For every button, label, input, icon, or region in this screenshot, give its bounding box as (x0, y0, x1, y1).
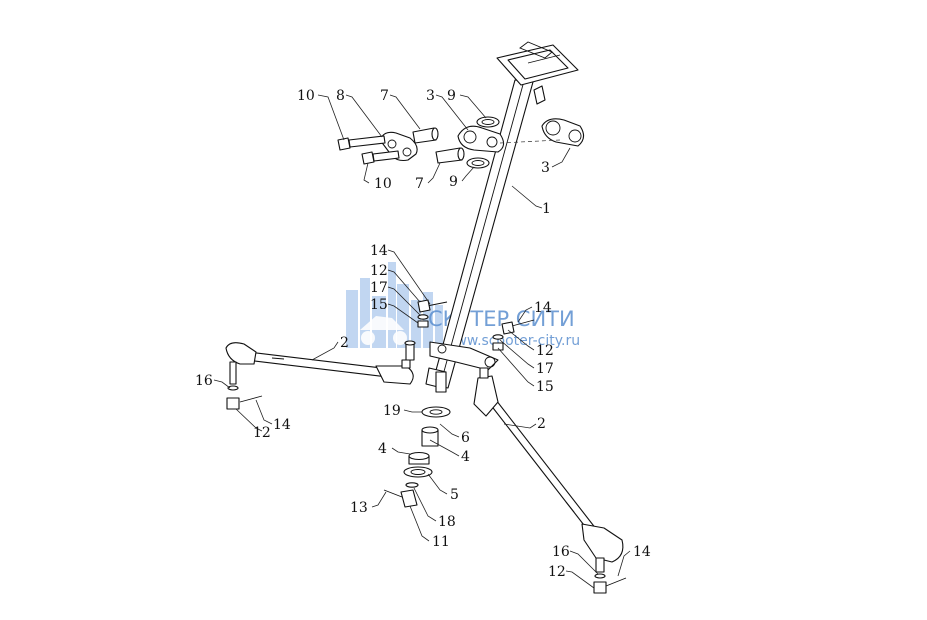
bolt-part-10 (337, 135, 400, 165)
label-14-upper-left: 14 (370, 243, 388, 259)
label-12-upper-right: 12 (536, 343, 554, 359)
leader-lines (213, 94, 631, 589)
tie-rod-left-end-hardware (226, 385, 263, 410)
label-6: 6 (461, 430, 470, 446)
label-3-right: 3 (541, 160, 550, 176)
label-12-upper-left: 12 (370, 263, 388, 279)
bushing-part-7 (412, 127, 465, 164)
clamp-bracket-part-3 (457, 118, 585, 153)
label-19: 19 (383, 403, 401, 419)
label-1: 1 (542, 201, 551, 217)
label-3-top: 3 (426, 88, 435, 104)
bearing-stack (383, 371, 451, 508)
washer-part-17 (417, 314, 504, 340)
label-15-upper-right: 15 (536, 379, 554, 395)
label-5: 5 (450, 487, 459, 503)
label-18: 18 (438, 514, 456, 530)
label-9-top: 9 (447, 88, 456, 104)
tie-rod-right-end-hardware (593, 573, 627, 594)
washer-part-9 (466, 116, 500, 169)
label-16-right: 16 (552, 544, 570, 560)
label-4-right: 4 (461, 449, 470, 465)
spacer-part-15 (417, 320, 504, 351)
label-16-left: 16 (195, 373, 213, 389)
label-13: 13 (350, 500, 368, 516)
label-10-top: 10 (297, 88, 315, 104)
label-12-right: 12 (548, 564, 566, 580)
link-plate-part-8 (379, 131, 418, 162)
label-14-left: 14 (273, 417, 291, 433)
label-2-left: 2 (340, 335, 349, 351)
label-9-bottom: 9 (449, 174, 458, 190)
callout-labels: 10 8 7 3 9 10 7 9 3 1 14 12 17 15 2 14 1… (195, 88, 651, 580)
label-8: 8 (336, 88, 345, 104)
label-17-upper-left: 17 (370, 280, 388, 296)
label-12-left: 12 (253, 425, 271, 441)
label-7-top: 7 (380, 88, 389, 104)
castle-nut-part-12 (417, 299, 515, 335)
label-7-bottom: 7 (415, 176, 424, 192)
cotter-pin-part-14 (426, 301, 535, 327)
tie-rod-left-part-2 (225, 342, 414, 385)
label-11: 11 (432, 534, 450, 550)
label-10-bottom: 10 (374, 176, 392, 192)
label-14-upper-right: 14 (534, 300, 552, 316)
label-17-upper-right: 17 (536, 361, 554, 377)
label-15-upper-left: 15 (370, 297, 388, 313)
label-2-right: 2 (537, 416, 546, 432)
tie-rod-right-part-2 (473, 367, 624, 573)
watermark-url: www.scooter-city.ru (444, 333, 580, 349)
scooter-icon (360, 316, 407, 345)
label-4-left: 4 (378, 441, 387, 457)
label-14-right: 14 (633, 544, 651, 560)
